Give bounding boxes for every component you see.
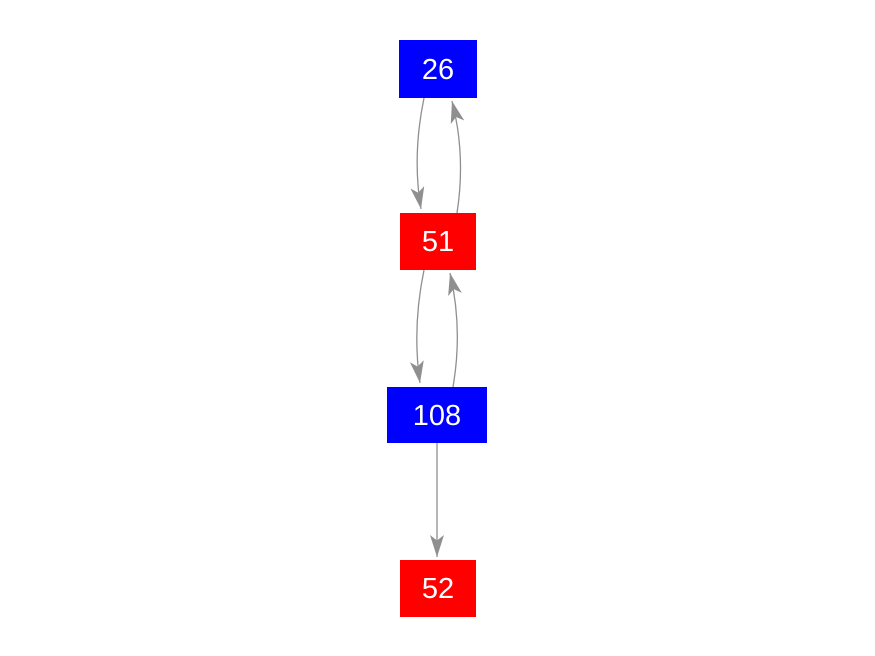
node-52-label: 52 xyxy=(422,573,454,605)
node-108[interactable]: 108 xyxy=(387,387,487,443)
edge-26-to-51[interactable] xyxy=(410,97,425,210)
edge-51-to-26[interactable] xyxy=(450,100,465,214)
node-51-box xyxy=(400,213,476,270)
node-108-box xyxy=(387,387,487,443)
node-layer: 26 51 108 52 xyxy=(387,40,487,617)
node-51[interactable]: 51 xyxy=(400,213,476,270)
node-52[interactable]: 52 xyxy=(400,560,476,617)
node-26[interactable]: 26 xyxy=(399,40,477,98)
node-52-box xyxy=(400,560,476,617)
edge-51-to-108[interactable] xyxy=(409,269,425,384)
node-26-box xyxy=(399,40,477,98)
node-26-label: 26 xyxy=(422,54,454,86)
edge-108-to-51[interactable] xyxy=(448,272,462,388)
node-51-label: 51 xyxy=(422,226,454,258)
edge-layer xyxy=(409,97,465,557)
node-108-label: 108 xyxy=(413,400,461,432)
